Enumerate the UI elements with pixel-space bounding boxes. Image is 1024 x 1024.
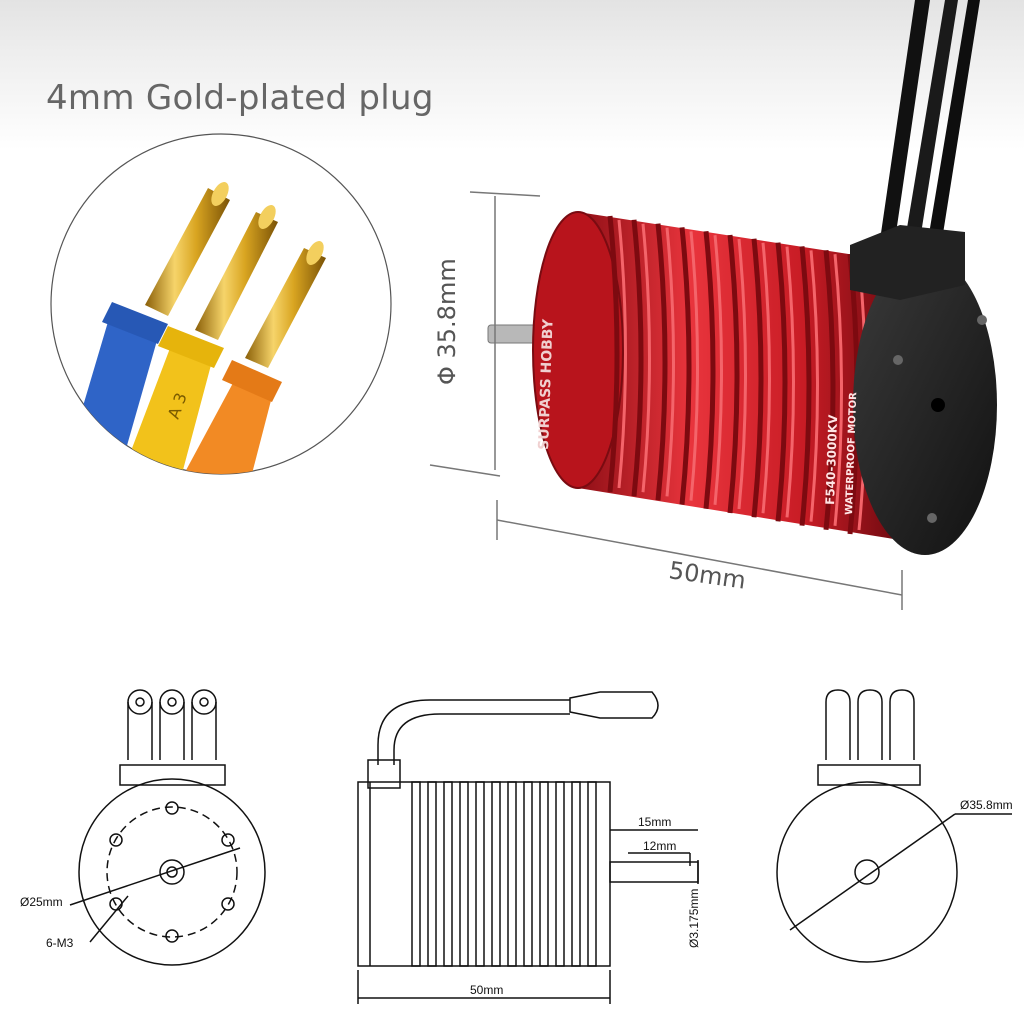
length-label: 50mm [667, 556, 747, 594]
bolt-circle-label: Ø25mm [20, 895, 63, 909]
drawing-fin [507, 781, 517, 967]
drawing-fin [491, 781, 501, 967]
drawing-end-view-left [69, 689, 266, 966]
fin-highlight [833, 254, 843, 526]
wire-c [928, 0, 980, 240]
fin [655, 223, 668, 501]
fin-highlight [617, 219, 627, 489]
fin-highlight [689, 231, 699, 501]
headline: 4mm Gold-plated plug [46, 78, 434, 118]
drawing-fin [459, 781, 469, 967]
fin-highlight [641, 223, 651, 493]
cooling-fins [607, 215, 867, 535]
photo-dimensions [429, 191, 903, 610]
orange-wire [170, 370, 275, 474]
drawing-fin [427, 781, 437, 967]
fin-highlight [809, 250, 819, 522]
fin [823, 249, 836, 531]
screw-label: 6-M3 [46, 936, 74, 950]
drawing-fin [523, 781, 533, 967]
fin [775, 242, 788, 522]
gold-bullet-1 [145, 188, 230, 316]
drawing-fin [443, 781, 453, 967]
fin-highlight [665, 227, 675, 497]
drawing-fin [587, 781, 597, 967]
shaft-length-outer-label: 15mm [638, 815, 671, 829]
plug-inset: A 3 [50, 133, 392, 475]
fin [727, 234, 740, 514]
fin-highlight [761, 242, 771, 514]
body-length-label: 50mm [470, 983, 503, 997]
drawing-fin [539, 781, 549, 967]
drawing-fin [555, 781, 565, 967]
wire-b [905, 0, 958, 240]
motor-photo: SURPASS HOBBY F540-3000KV WATERPROOF MOT… [487, 0, 997, 555]
fin [751, 238, 764, 518]
fin-highlight [737, 238, 747, 510]
shaft-diameter-label: Ø3.175mm [687, 889, 701, 948]
drawing-fin [411, 781, 421, 967]
fin [799, 246, 812, 526]
fin [631, 219, 644, 497]
fin [703, 230, 716, 510]
wire-exit-block [850, 225, 965, 300]
drawing-end-view-right [776, 689, 1012, 963]
gold-bullet-2 [195, 212, 278, 340]
fin-highlight [713, 235, 723, 505]
fin [679, 227, 692, 505]
drawing-side-view [357, 691, 699, 1004]
brand-logo: SURPASS HOBBY [536, 318, 557, 450]
wire-a [880, 0, 930, 240]
diameter-label: Φ 35.8mm [433, 258, 461, 385]
gold-bullet-3 [245, 248, 326, 368]
end-cap [853, 255, 997, 555]
background-haze [0, 0, 1024, 150]
drawing-fin [475, 781, 485, 967]
diameter-right-label: Ø35.8mm [960, 798, 1013, 812]
fin [607, 215, 620, 493]
motor-subtitle-text: WATERPROOF MOTOR [844, 392, 859, 515]
drawing-fin [571, 781, 581, 967]
motor-model-text: F540-3000KV [823, 414, 840, 505]
fin-highlight [785, 246, 795, 518]
shaft-length-inner-label: 12mm [643, 839, 676, 853]
